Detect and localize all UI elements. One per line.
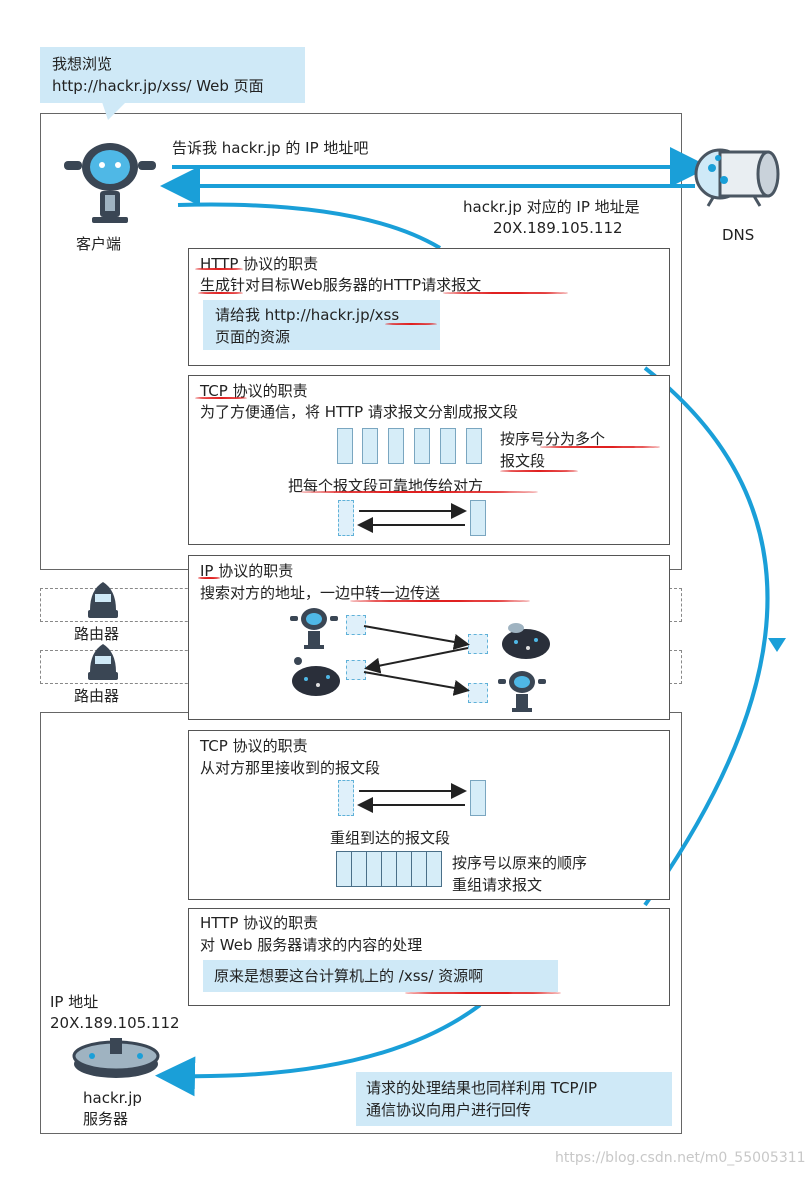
server-ip-label: IP 地址 [50,993,99,1011]
ip-title: IP 协议的职责 [200,562,294,580]
underline [198,577,220,579]
packet-segment [337,428,353,464]
reassembled-cell [381,851,397,887]
transfer-curve [643,366,770,907]
segment-receiver [470,500,486,536]
speech-bubble-tail [102,102,126,120]
speech-bubble-line1: 我想浏览 [52,55,113,73]
underline [540,446,660,448]
server-name-line2: 服务器 [83,1110,129,1128]
ip-robot-small-icon [290,608,338,649]
router-icon-1 [88,582,118,618]
router-icon-2 [88,644,118,680]
server-http-desc: 对 Web 服务器请求的内容的处理 [200,936,423,954]
return-note-line2: 通信协议向用户进行回传 [366,1101,532,1119]
speech-bubble [40,47,305,103]
ip-box [188,555,670,720]
tcp-split-line1: 按序号分为多个 [500,430,606,448]
server-ip: 20X.189.105.112 [50,1014,180,1032]
underline [198,292,243,294]
return-note-line1: 请求的处理结果也同样利用 TCP/IP [366,1079,598,1097]
http-request-note [203,300,440,350]
underline [350,600,530,602]
speech-bubble-line2: http://hackr.jp/xss/ Web 页面 [52,77,264,95]
http-title: HTTP 协议的职责 [200,255,319,273]
segment-sender [338,500,354,536]
underline [195,268,243,270]
server-name-line1: hackr.jp [83,1089,142,1107]
return-note-bg [356,1072,672,1126]
watermark: https://blog.csdn.net/m0_55005311 [555,1150,806,1166]
packet-segment [466,428,482,464]
client-to-http-curve [177,202,442,250]
server-http-title: HTTP 协议的职责 [200,914,319,932]
router-label-1: 路由器 [74,624,120,644]
ip-hop-arrows [363,625,470,696]
ip-packet [346,615,366,635]
packet-segment [388,428,404,464]
dns-label: DNS [722,226,755,244]
dns-server-icon [694,148,780,207]
web-server-icon [72,1038,160,1078]
tcp-transfer-arrows [357,503,467,533]
underline [405,992,561,994]
reassembled-cell [366,851,382,887]
transfer-curve-head [768,638,786,652]
server-tcp-order-line1: 按序号以原来的顺序 [452,854,588,872]
tcp-desc: 为了方便通信，将 HTTP 请求报文分割成报文段 [200,403,518,421]
dns-answer-line2: 20X.189.105.112 [493,219,623,237]
segment-arrived [338,780,354,816]
reassembled-cell [351,851,367,887]
reassembled-cell [426,851,442,887]
segment-buffer [470,780,486,816]
server-tcp-reassemble: 重组到达的报文段 [330,829,451,847]
ip-desc: 搜索对方的地址，一边中转一边传送 [200,584,441,602]
reassembled-cell [411,851,427,887]
client-label: 客户端 [76,235,122,253]
ip-robot-small-icon-2 [498,671,546,712]
reassembled-cell [396,851,412,887]
server-http-note: 原来是想要这台计算机上的 /xss/ 资源啊 [214,967,484,985]
underline [300,491,538,493]
underline [195,397,247,399]
server-http-note-bg [203,960,558,992]
underline [385,323,437,325]
server-tcp-arrows [357,783,467,813]
ip-turtle-icon-left [292,657,340,696]
packet-segment [362,428,378,464]
tcp-title: TCP 协议的职责 [200,382,308,400]
server-tcp-order-line2: 重组请求报文 [452,876,543,894]
packet-segment [440,428,456,464]
client-robot-icon [64,143,156,223]
server-tcp-title: TCP 协议的职责 [200,737,308,755]
return-arrow [155,1003,482,1097]
reassembled-cell [336,851,352,887]
underline [500,470,578,472]
ip-turtle-icon-right [502,623,550,659]
http-desc: 生成针对目标Web服务器的HTTP请求报文 [200,276,482,294]
server-tcp-desc: 从对方那里接收到的报文段 [200,759,381,777]
tcp-reliable-text: 把每个报文段可靠地传给对方 [288,477,484,495]
underline [443,292,568,294]
dns-answer-line1: hackr.jp 对应的 IP 地址是 [463,198,640,216]
packet-segment [414,428,430,464]
http-note-line2: 页面的资源 [215,328,291,346]
router-label-2: 路由器 [74,686,120,706]
http-note-line1: 请给我 http://hackr.jp/xss [215,306,400,324]
dns-query-text: 告诉我 hackr.jp 的 IP 地址吧 [172,139,369,157]
tcp-split-line2: 报文段 [500,452,546,470]
